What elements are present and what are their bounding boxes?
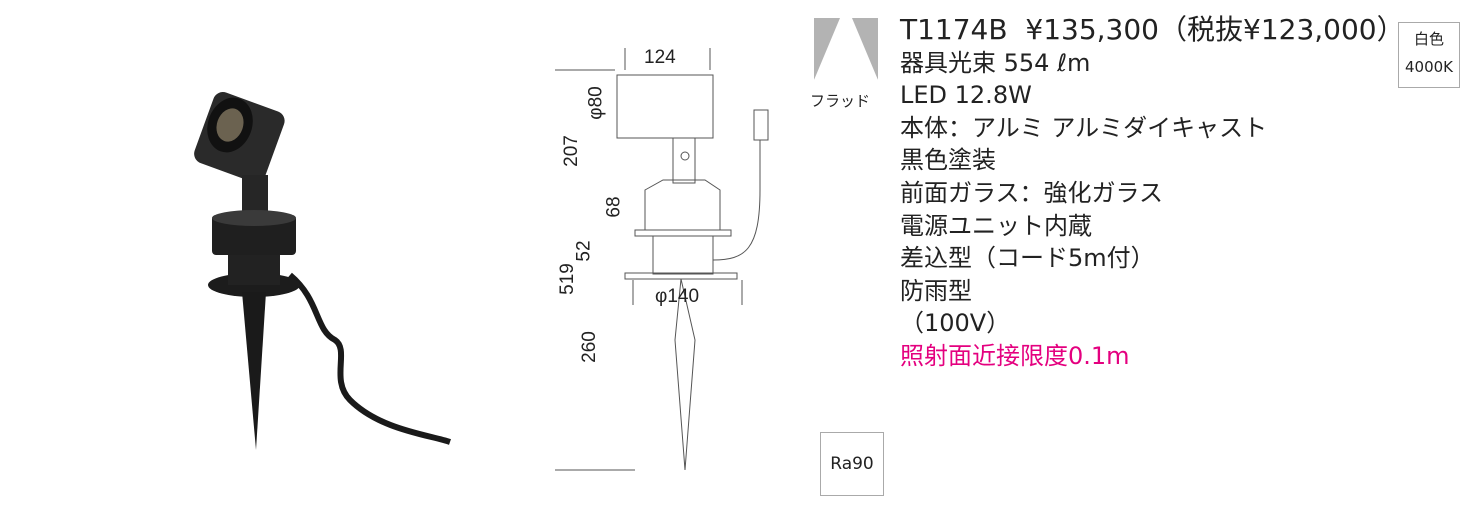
price: ¥135,300: [1025, 13, 1159, 46]
title-line: T1174B ¥135,300（税抜¥123,000）: [900, 13, 1405, 47]
spec-list: T1174B ¥135,300（税抜¥123,000） 器具光束 554 ℓm …: [900, 13, 1405, 373]
spec-line: 器具光束 554 ℓm: [900, 48, 1091, 77]
dim-body-height: 68: [603, 196, 625, 218]
color-temp: 4000K: [1404, 58, 1453, 76]
dimension-drawing: [555, 48, 769, 471]
dim-flange-height: 52: [573, 240, 595, 262]
dim-total-height: 519: [556, 263, 578, 295]
spec-line: 黒色塗装: [900, 146, 996, 175]
spec-line: LED 12.8W: [900, 81, 1032, 110]
spec-line: （100V）: [900, 309, 1011, 338]
flood-beam-icon: [814, 18, 878, 80]
product-photo: [194, 92, 451, 450]
dim-head-height: 207: [560, 135, 582, 167]
ra-value: 90: [852, 454, 874, 474]
dim-spike-length: 260: [578, 331, 600, 363]
beam-label: フラッド: [810, 92, 871, 110]
spec-line: 本体：アルミ アルミダイキャスト: [900, 113, 1268, 142]
spec-line: 防雨型: [900, 276, 972, 305]
price-excl-tax: （税抜¥123,000）: [1159, 13, 1405, 46]
spec-line: 差込型（コード5m付）: [900, 244, 1155, 273]
spec-line: 前面ガラス：強化ガラス: [900, 178, 1164, 207]
spec-line: 電源ユニット内蔵: [900, 211, 1092, 240]
model-number: T1174B: [900, 13, 1008, 46]
dim-head-diameter: φ80: [585, 86, 607, 120]
color-name: 白色: [1413, 30, 1444, 48]
ra-label: Ra: [830, 454, 853, 474]
dim-base-diameter: φ140: [655, 286, 700, 307]
dim-width: 124: [644, 47, 676, 68]
color-temperature-badge: 白色 4000K: [1398, 22, 1460, 88]
proximity-note: 照射面近接限度0.1m: [900, 341, 1130, 370]
